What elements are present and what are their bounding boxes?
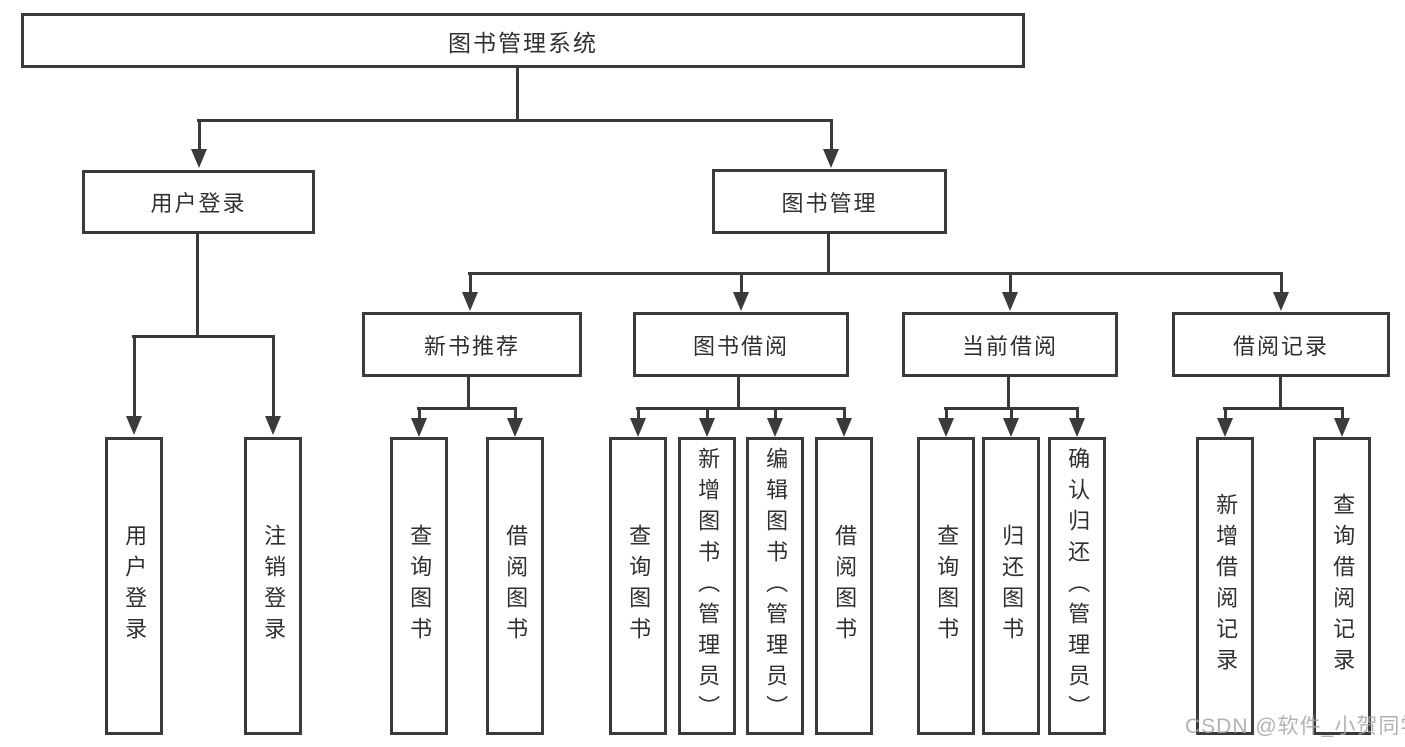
arrow-down-icon [767, 407, 783, 437]
node-current-borrow: 当前借阅 [902, 312, 1118, 377]
node-label: 图书管理系统 [448, 29, 598, 56]
leaf-label: 查询图书 [626, 524, 652, 648]
arrow-down-icon [126, 335, 142, 435]
arrow-down-icon [938, 407, 954, 437]
leaf-user-login: 用户登录 [105, 437, 163, 735]
leaf-borrow-books-recommend: 借阅图书 [486, 437, 544, 735]
leaf-return-books: 归还图书 [982, 437, 1040, 735]
leaf-label: 归还图书 [999, 524, 1025, 648]
connector-borrow-stem [737, 376, 740, 409]
connector-root-bus [197, 119, 833, 122]
arrow-down-icon [1069, 407, 1085, 437]
arrow-down-icon [1334, 407, 1350, 437]
connector-userlogin-bus [132, 335, 275, 338]
node-user-login: 用户登录 [82, 170, 315, 234]
leaf-label: 注销登录 [261, 524, 287, 648]
arrow-down-icon [836, 407, 852, 437]
arrow-down-icon [462, 272, 478, 311]
node-label: 用户登录 [150, 191, 247, 216]
leaf-label: 用户登录 [122, 524, 148, 648]
leaf-borrow-books: 借阅图书 [815, 437, 873, 735]
connector-root-stem [516, 68, 519, 122]
arrow-down-icon [1273, 272, 1289, 311]
arrow-down-icon [191, 119, 207, 168]
arrow-down-icon [630, 407, 646, 437]
connector-newbooks-stem [467, 376, 470, 409]
node-label: 新书推荐 [423, 333, 520, 359]
leaf-label: 编辑图书（管理员） [763, 446, 789, 726]
node-library-management-system: 图书管理系统 [21, 13, 1025, 68]
leaf-label: 查询借阅记录 [1330, 493, 1356, 679]
node-book-borrow: 图书借阅 [633, 312, 849, 377]
leaf-query-books-current: 查询图书 [917, 437, 975, 735]
node-borrow-records: 借阅记录 [1172, 312, 1390, 377]
arrow-down-icon [1217, 407, 1233, 437]
leaf-label: 新增借阅记录 [1213, 493, 1239, 679]
connector-newbooks-bus [417, 407, 517, 410]
leaf-label: 确认归还（管理员） [1065, 446, 1091, 726]
node-label: 当前借阅 [961, 333, 1058, 359]
arrow-down-icon [411, 407, 427, 437]
leaf-confirm-return-admin: 确认归还（管理员） [1048, 437, 1106, 735]
connector-borrow-bus [636, 407, 846, 410]
leaf-edit-books-admin: 编辑图书（管理员） [746, 437, 804, 735]
arrow-down-icon [507, 407, 523, 437]
arrow-down-icon [1002, 272, 1018, 311]
csdn-watermark: CSDN @软件_小贺同学 [1185, 715, 1405, 738]
connector-current-stem [1007, 376, 1010, 409]
connector-records-stem [1279, 376, 1282, 409]
node-label: 图书借阅 [692, 333, 789, 359]
arrow-down-icon [699, 407, 715, 437]
arrow-down-icon [823, 119, 839, 168]
leaf-query-borrow-record: 查询借阅记录 [1313, 437, 1371, 735]
leaf-logout: 注销登录 [244, 437, 302, 735]
leaf-add-books-admin: 新增图书（管理员） [678, 437, 736, 735]
connector-bookmgmt-stem [827, 233, 830, 275]
leaf-label: 借阅图书 [832, 524, 858, 648]
connector-records-bus [1223, 407, 1344, 410]
node-new-book-recommend: 新书推荐 [362, 312, 582, 377]
leaf-query-books-recommend: 查询图书 [390, 437, 448, 735]
arrow-down-icon [733, 272, 749, 311]
leaf-query-books-borrow: 查询图书 [609, 437, 667, 735]
connector-userlogin-stem [196, 233, 199, 337]
arrow-down-icon [1003, 407, 1019, 437]
leaf-label: 查询图书 [934, 524, 960, 648]
node-label: 图书管理 [781, 190, 878, 216]
node-book-management: 图书管理 [712, 169, 947, 234]
leaf-label: 新增图书（管理员） [695, 446, 721, 726]
node-label: 借阅记录 [1232, 333, 1329, 359]
leaf-label: 借阅图书 [503, 524, 529, 648]
arrow-down-icon [265, 335, 281, 435]
leaf-label: 查询图书 [407, 524, 433, 648]
connector-bookmgmt-bus [468, 272, 1283, 275]
leaf-add-borrow-record: 新增借阅记录 [1196, 437, 1254, 735]
